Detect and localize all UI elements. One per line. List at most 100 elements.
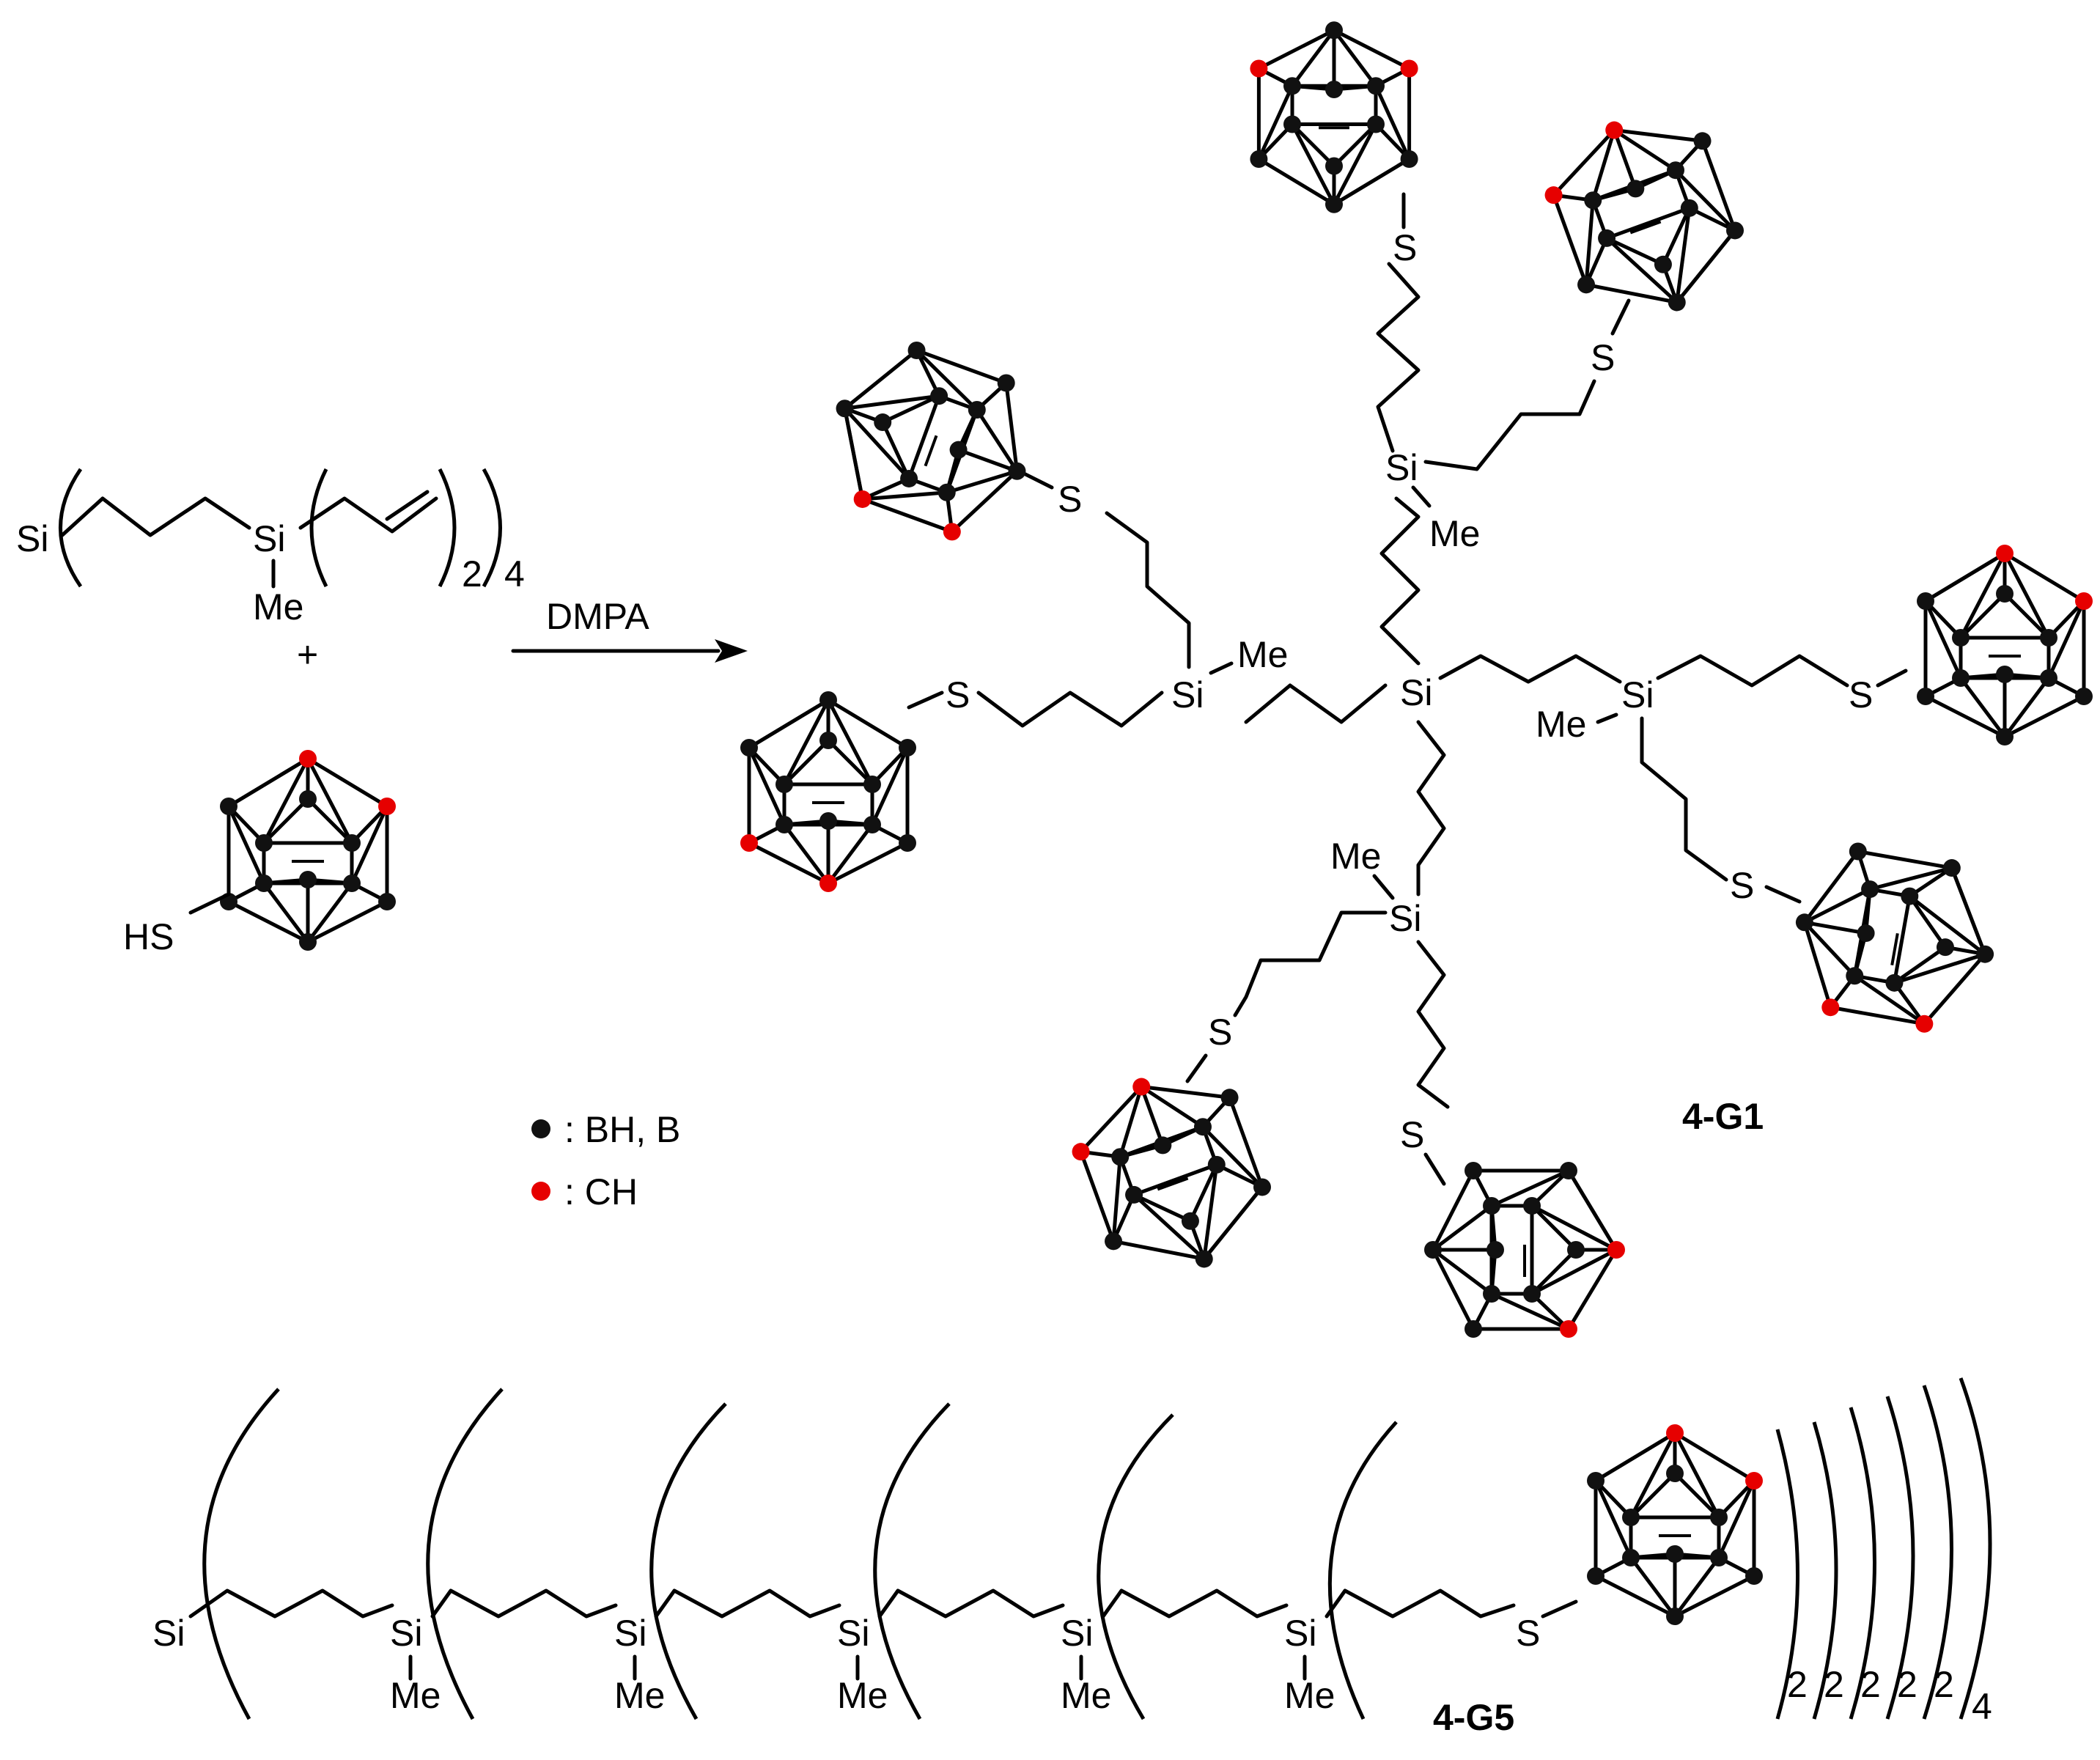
bh-vertex bbox=[1622, 1549, 1640, 1566]
bh-vertex bbox=[1584, 191, 1602, 210]
ch-vertex bbox=[1250, 59, 1268, 78]
bh-vertex bbox=[1654, 255, 1672, 273]
cage-edge bbox=[1830, 1005, 1925, 1026]
g1-down-down-chain bbox=[1416, 940, 1450, 1109]
bh-vertex bbox=[1587, 1472, 1605, 1490]
bh-vertex bbox=[343, 834, 361, 852]
bh-vertex bbox=[863, 816, 881, 833]
g1-right-me: Me bbox=[1536, 704, 1586, 745]
bh-vertex bbox=[1424, 1241, 1442, 1259]
product-4-g5: Si Si Me Si Me Si Me Si Me Si Me S bbox=[152, 1377, 1992, 1738]
cage-edge bbox=[957, 448, 1018, 474]
bh-vertex bbox=[1917, 688, 1934, 705]
reagent-branch-me: Me bbox=[253, 586, 303, 627]
cage-edge bbox=[350, 805, 389, 885]
bh-vertex bbox=[1181, 1212, 1199, 1230]
cage-inner-bond bbox=[1157, 1177, 1189, 1191]
bh-vertex bbox=[836, 400, 854, 418]
g5-chain-2 bbox=[430, 1588, 618, 1619]
ch-vertex bbox=[1400, 59, 1418, 78]
cage-edge bbox=[1140, 1085, 1204, 1129]
g1-up-right-chain bbox=[1423, 379, 1596, 471]
bh-vertex bbox=[1587, 1567, 1605, 1585]
ch-vertex bbox=[2075, 592, 2093, 610]
bh-vertex bbox=[1598, 229, 1616, 247]
bh-vertex bbox=[900, 469, 918, 487]
bh-vertex bbox=[1996, 585, 2014, 603]
cage-edge bbox=[1202, 1164, 1219, 1259]
cage-edge bbox=[1629, 1556, 1676, 1618]
cage-edge bbox=[826, 699, 874, 786]
g1-right-right-chain bbox=[1656, 654, 1849, 688]
cage-edge bbox=[2003, 677, 2050, 738]
bh-vertex bbox=[255, 834, 273, 852]
bh-vertex bbox=[1666, 1608, 1684, 1625]
bh-vertex bbox=[1622, 1509, 1640, 1526]
cage-edge bbox=[1869, 866, 1953, 891]
reagent-branch-si: Si bbox=[253, 518, 285, 559]
g1-right-me-bond bbox=[1596, 713, 1618, 724]
cage-edge bbox=[1530, 1204, 1577, 1251]
bh-vertex bbox=[255, 875, 273, 892]
bh-vertex bbox=[1680, 199, 1698, 217]
cage-edge bbox=[748, 841, 830, 885]
carborane-cage-icon bbox=[1072, 1078, 1272, 1268]
cage-edge bbox=[1674, 169, 1736, 232]
cage-edge bbox=[1201, 1125, 1264, 1189]
bh-vertex bbox=[863, 776, 881, 793]
cage-edge bbox=[1374, 85, 1411, 161]
cage-edge bbox=[1566, 1248, 1618, 1330]
g1-right-down-s: S bbox=[1730, 865, 1754, 906]
carborane-cage-icon bbox=[1250, 21, 1418, 213]
bh-vertex bbox=[997, 374, 1015, 392]
bh-vertex bbox=[1486, 1241, 1504, 1259]
g5-si-3: Si bbox=[837, 1613, 869, 1654]
g1-left-me: Me bbox=[1237, 634, 1288, 675]
g1-core-si: Si bbox=[1400, 672, 1432, 713]
bh-vertex bbox=[819, 732, 837, 749]
bh-vertex bbox=[1846, 967, 1864, 985]
ch-vertex bbox=[1560, 1320, 1577, 1338]
cage-edge bbox=[1079, 1151, 1116, 1242]
cage-edge bbox=[1701, 140, 1737, 232]
bh-vertex bbox=[1976, 945, 1994, 963]
ch-vertex bbox=[1996, 545, 2014, 562]
g5-paren-open-5 bbox=[1097, 1413, 1174, 1720]
bh-vertex bbox=[1577, 276, 1596, 294]
g5-subscript-1: 2 bbox=[1787, 1664, 1808, 1705]
cage-edge bbox=[1892, 896, 1912, 984]
cage-edge bbox=[1258, 29, 1335, 70]
bh-vertex bbox=[1400, 150, 1418, 168]
g5-si-2: Si bbox=[614, 1613, 646, 1654]
bh-vertex bbox=[968, 401, 986, 419]
carborane-cage-icon bbox=[1424, 1162, 1625, 1338]
g1-down-down-s: S bbox=[1400, 1114, 1424, 1155]
cage-edge bbox=[1924, 694, 2006, 739]
cage-edge bbox=[1202, 1185, 1264, 1261]
cage-edge bbox=[827, 841, 909, 885]
g5-paren-open-2 bbox=[426, 1388, 504, 1720]
bh-vertex bbox=[299, 933, 317, 951]
g5-subscript-5: 2 bbox=[1934, 1664, 1954, 1705]
cage-edge bbox=[1959, 677, 2006, 738]
cage-edge bbox=[915, 348, 1007, 385]
cage-edge bbox=[843, 408, 865, 500]
bh-vertex bbox=[1849, 842, 1867, 861]
cage-edge bbox=[907, 395, 941, 479]
arrow-head-icon bbox=[715, 639, 748, 663]
cage-edge bbox=[306, 899, 388, 944]
cage-edge bbox=[2003, 694, 2085, 739]
g5-paren-close-5 bbox=[1922, 1385, 1953, 1720]
g5-chain-4 bbox=[877, 1588, 1065, 1619]
bh-vertex bbox=[1668, 293, 1686, 312]
cage-edge bbox=[227, 756, 309, 809]
cage-edge bbox=[2003, 551, 2085, 603]
bh-vertex bbox=[1901, 887, 1919, 905]
bh-vertex bbox=[299, 871, 317, 888]
cage-edge bbox=[1802, 850, 1860, 924]
g1-up-me-bond bbox=[1411, 485, 1432, 508]
reagent-dendrimer-core: Si Si Me 2 4 + bbox=[16, 468, 525, 675]
bh-vertex bbox=[220, 798, 237, 815]
cage-edge bbox=[1566, 1169, 1618, 1251]
cage-edge bbox=[1802, 921, 1832, 1008]
